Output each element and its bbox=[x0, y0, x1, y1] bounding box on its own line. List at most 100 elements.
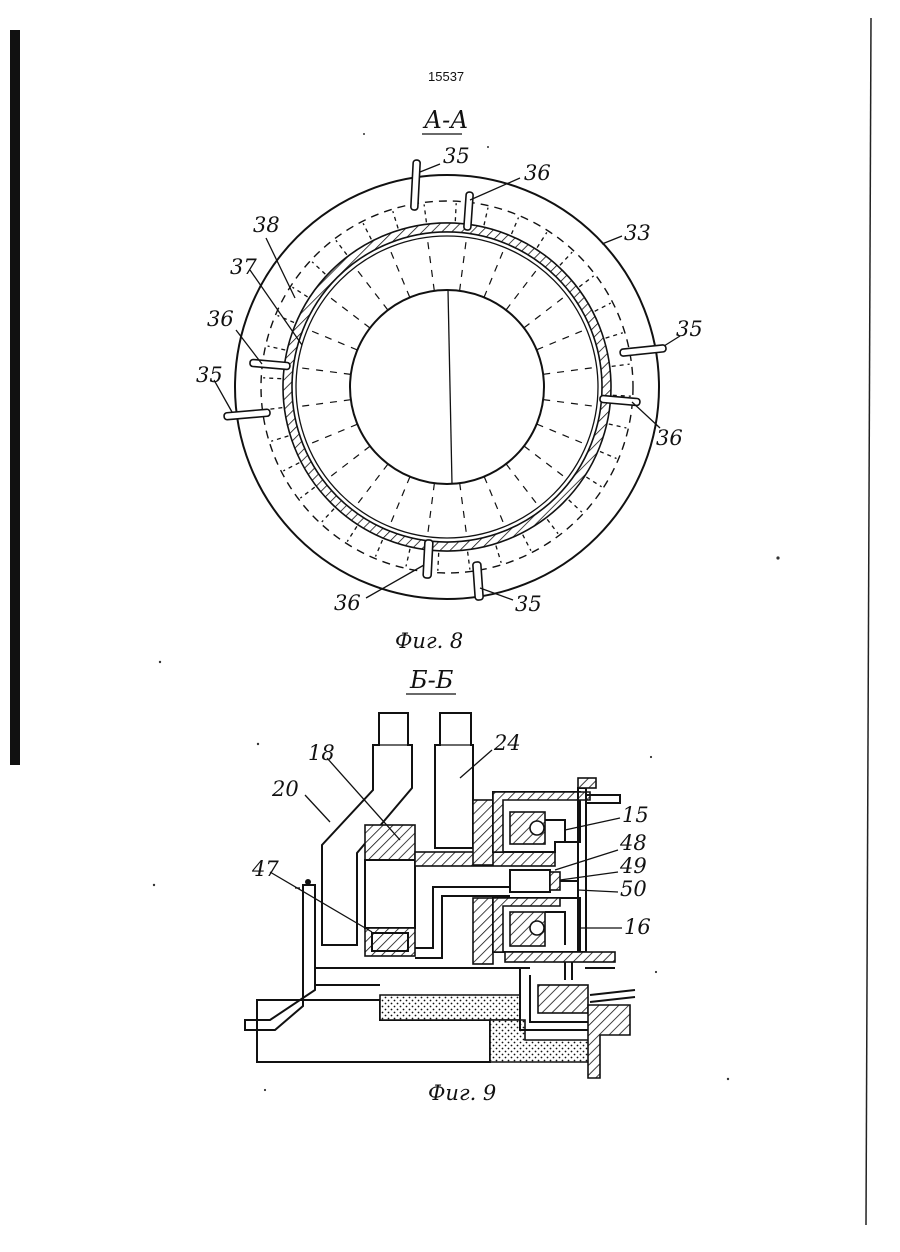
radial-dashed-line bbox=[389, 477, 410, 527]
radial-dashed-line bbox=[524, 295, 567, 328]
outer-band-tick bbox=[560, 252, 572, 265]
radial-dashed-line bbox=[297, 367, 351, 374]
radial-dashed-line bbox=[307, 329, 357, 350]
outer-band-tick bbox=[438, 553, 439, 571]
label-35-bottom: 35 bbox=[515, 592, 542, 616]
inner-bore bbox=[350, 290, 544, 484]
pin-35-top bbox=[411, 160, 421, 210]
label-35-left: 35 bbox=[196, 363, 223, 387]
label-16: 16 bbox=[624, 915, 651, 939]
label-35-top: 35 bbox=[443, 144, 470, 168]
outer-band-tick bbox=[512, 218, 519, 235]
housing-lower-hatch bbox=[473, 898, 493, 964]
outer-band-tick bbox=[300, 487, 314, 498]
label-36-left: 36 bbox=[207, 307, 234, 331]
outer-band-tick bbox=[468, 552, 470, 570]
radial-dashed-line bbox=[460, 237, 467, 290]
outer-band-tick bbox=[271, 436, 288, 441]
fig8-caption: Фиг. 8 bbox=[395, 629, 463, 653]
radial-dashed-line bbox=[506, 267, 539, 310]
outer-band-tick bbox=[347, 526, 357, 541]
radial-dashed-line bbox=[460, 483, 467, 537]
outer-band-tick bbox=[484, 208, 488, 226]
dashed-radial-lines bbox=[263, 203, 631, 571]
outer-band-tick bbox=[268, 346, 286, 350]
radial-dashed-line bbox=[537, 329, 587, 350]
radial-dashed-line bbox=[506, 464, 539, 507]
label-36-top: 36 bbox=[524, 161, 551, 185]
outer-band-tick bbox=[292, 287, 307, 297]
radial-dashed-line bbox=[537, 424, 587, 445]
block-body bbox=[365, 860, 415, 928]
label-38: 38 bbox=[253, 213, 280, 237]
dotted-fill-upper bbox=[380, 995, 520, 1020]
label-50: 50 bbox=[620, 877, 647, 901]
label-15: 15 bbox=[622, 803, 649, 827]
outer-band-tick bbox=[363, 223, 371, 239]
radial-dashed-line bbox=[484, 247, 505, 297]
ball-15 bbox=[530, 821, 544, 835]
radial-dashed-line bbox=[327, 446, 370, 479]
label-49: 49 bbox=[619, 854, 647, 878]
radial-dashed-line bbox=[389, 248, 410, 298]
outer-band-tick bbox=[393, 211, 398, 228]
label-36-bottom: 36 bbox=[334, 591, 361, 615]
fig8-section-title: А-А bbox=[422, 106, 468, 134]
lower-right-hatch bbox=[538, 985, 588, 1013]
radial-dashed-line bbox=[327, 295, 370, 328]
label-47: 47 bbox=[251, 857, 279, 881]
fig9-section-title: Б-Б bbox=[409, 666, 454, 694]
radial-dashed-line bbox=[308, 424, 358, 445]
label-24: 24 bbox=[493, 731, 521, 755]
radial-dashed-line bbox=[427, 237, 434, 290]
lower-right-flange bbox=[588, 1005, 630, 1078]
label-33: 33 bbox=[624, 221, 651, 245]
outer-band-tick bbox=[600, 452, 617, 459]
outer-band-tick bbox=[263, 378, 281, 379]
outer-band-tick bbox=[595, 303, 611, 311]
outer-band-tick bbox=[609, 424, 627, 428]
outer-band-tick bbox=[606, 333, 623, 338]
housing-upper-hatch bbox=[473, 800, 493, 865]
label-35-right: 35 bbox=[676, 317, 703, 341]
outer-band-tick bbox=[496, 546, 501, 563]
hatched-shell-37 bbox=[283, 223, 611, 551]
radial-dashed-line bbox=[297, 400, 351, 407]
page-number: 15537 bbox=[428, 69, 464, 84]
outer-band-tick bbox=[523, 535, 531, 551]
inner-thin-ring bbox=[296, 236, 598, 538]
shaft-49 bbox=[550, 872, 560, 890]
scan-left-border bbox=[10, 30, 20, 765]
outer-band-tick bbox=[455, 203, 456, 221]
outer-band-tick bbox=[537, 232, 547, 247]
radial-dashed-line bbox=[524, 446, 567, 479]
pin-36-left bbox=[250, 359, 290, 369]
outer-band-tick bbox=[579, 276, 593, 287]
label-37: 37 bbox=[230, 255, 257, 279]
label-36-right: 36 bbox=[656, 426, 683, 450]
radial-dashed-line bbox=[355, 267, 388, 310]
shaft-48 bbox=[510, 870, 550, 892]
outer-band-tick bbox=[406, 549, 410, 567]
ball-16 bbox=[530, 921, 544, 935]
radial-dashed-line bbox=[484, 477, 505, 527]
fig9-caption: Фиг. 9 bbox=[428, 1081, 496, 1105]
pin-35-right bbox=[620, 345, 666, 357]
figure-8: А-А bbox=[196, 106, 703, 653]
label-48: 48 bbox=[619, 831, 647, 855]
outer-band-tick bbox=[612, 364, 630, 366]
pin-36-bottom bbox=[423, 540, 433, 578]
outer-band-tick bbox=[312, 262, 325, 274]
label-20: 20 bbox=[271, 777, 299, 801]
hatched-block-18 bbox=[365, 825, 415, 860]
outer-band-tick bbox=[547, 519, 558, 533]
outer-ring-33 bbox=[235, 175, 659, 599]
scan-right-border bbox=[866, 18, 871, 1225]
lower-hatch-strip bbox=[505, 952, 615, 962]
outer-band-tick bbox=[283, 463, 299, 471]
top-fitting bbox=[578, 778, 596, 788]
dashed-ring bbox=[261, 201, 633, 573]
vertical-split-line bbox=[448, 290, 452, 484]
outer-band-tick bbox=[569, 500, 582, 512]
